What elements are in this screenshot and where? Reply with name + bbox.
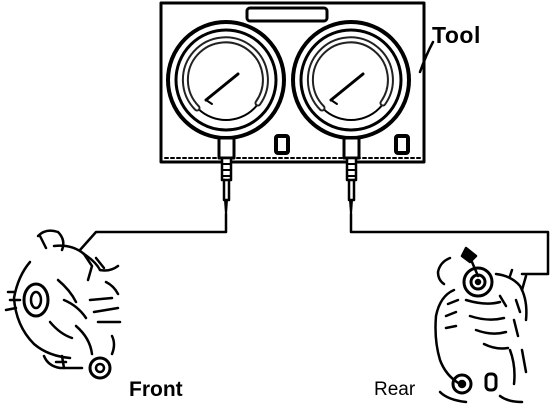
- left-pressure-gauge: [166, 20, 286, 215]
- front-label: Front: [129, 378, 183, 401]
- left-valve-knob: [274, 134, 290, 155]
- tool-label: Tool: [432, 22, 481, 48]
- rear-label: Rear: [374, 379, 416, 400]
- right-valve-knob: [394, 134, 410, 155]
- right-pressure-gauge: [291, 20, 411, 215]
- rear-brake-caliper: [434, 246, 528, 404]
- front-brake-caliper: [4, 229, 122, 380]
- front-hose: [78, 212, 228, 252]
- rear-hose: [349, 212, 550, 276]
- tool-leader-line: [418, 40, 435, 74]
